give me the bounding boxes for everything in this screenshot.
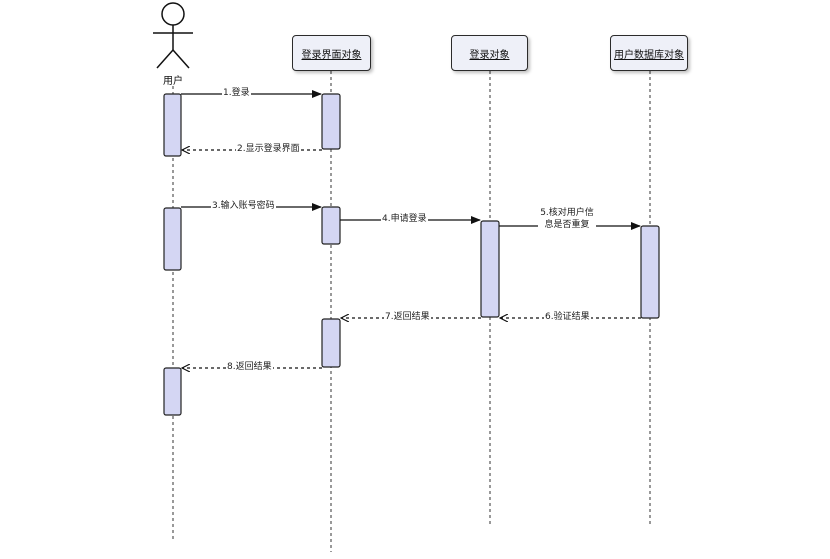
- message-label-m2: 2.显示登录界面: [236, 144, 301, 155]
- activation-ui-3: [321, 318, 341, 368]
- message-label-m4: 4.申请登录: [381, 214, 428, 225]
- object-box-ui[interactable]: 登录界面对象: [292, 35, 371, 71]
- message-label-m1: 1.登录: [222, 88, 251, 99]
- message-label-m5: 5.核对用户信息是否重复: [538, 207, 596, 231]
- activation-ui-2: [321, 206, 341, 245]
- activation-login: [480, 220, 500, 318]
- actor-figure-icon: [153, 2, 193, 69]
- object-box-db[interactable]: 用户数据库对象: [610, 35, 688, 71]
- object-box-login[interactable]: 登录对象: [451, 35, 528, 71]
- activation-actor-2: [163, 207, 182, 271]
- message-label-m8: 8.返回结果: [226, 362, 273, 373]
- activation-db: [640, 225, 660, 319]
- activation-actor-1: [163, 93, 182, 157]
- message-label-m7: 7.返回结果: [384, 312, 431, 323]
- activation-actor-3: [163, 367, 182, 416]
- message-label-m6: 6.验证结果: [544, 312, 591, 323]
- activation-ui-1: [321, 93, 341, 150]
- actor-label: 用户: [163, 76, 183, 87]
- message-label-m3: 3.输入账号密码: [211, 201, 276, 212]
